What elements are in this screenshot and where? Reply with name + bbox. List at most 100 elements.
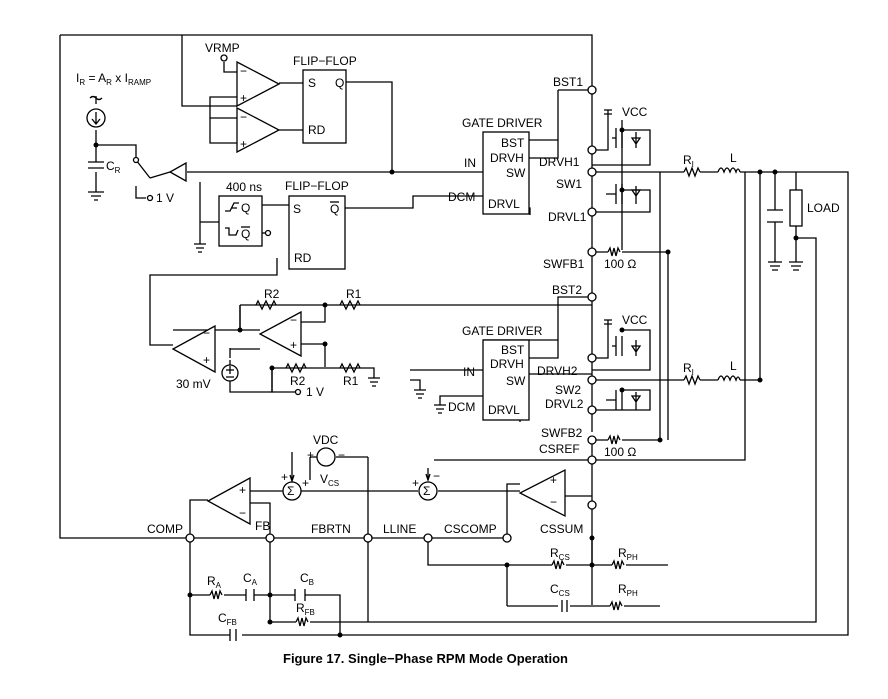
cr-sub: R [115,166,121,175]
fb-label: FB [255,519,270,533]
summer-1-plus: + [281,470,288,484]
ri-sub: I [692,160,694,169]
ground-symbols [88,191,803,414]
pin-in-1: IN [464,156,476,170]
pin-bst-2: BST [501,343,525,357]
resistor-ri-2 [683,374,701,386]
cfb-label: CFB [218,611,237,627]
vrmp-terminal [220,54,228,62]
rph1-text: R [618,546,627,560]
gate-driver-2-box [482,339,530,421]
net-sw1: SW1 [556,177,582,191]
lline-label: LLINE [383,522,416,536]
ir-eq-sub: RAMP [128,78,151,87]
capacitor-ccs [561,600,568,612]
vcs-sub: CS [328,479,339,488]
resistor-rfb [295,616,309,627]
flipflop-mid-box [288,195,346,270]
net-swfb2: SWFB2 [541,426,583,440]
erramp-minus: − [239,506,246,520]
ri-sub: I [692,368,694,377]
ir-eq-part: x I [112,71,128,85]
resistor-ri-1 [683,166,701,178]
pin-qbar-one-shot: Q [241,227,250,241]
r100-label-2: 100 Ω [604,445,636,459]
resistor-rcs [551,559,565,570]
gate-driver-2-label: GATE DRIVER [462,324,543,338]
opamp1-minus: − [203,326,210,340]
one-shot-box [218,195,263,247]
flipflop-top-label: FLIP−FLOP [293,54,357,68]
thirty-mv-source [221,364,239,382]
output-capacitor [767,209,783,223]
high-side-mosfet-2 [612,336,642,356]
cscomp-label: CSCOMP [444,522,497,536]
ir-equation: IR = AR x IRAMP [76,71,151,87]
l-label-2: L [730,359,737,373]
ri-text: R [683,361,692,375]
cb-sub: B [309,578,314,587]
net-drvh1: DRVH1 [539,155,580,169]
inductor-l-2 [717,375,741,382]
vcc-label-2: VCC [622,313,648,327]
resistor-r1-bottom [339,362,361,374]
rcs-text: R [550,546,559,560]
cr-capacitor [88,161,104,169]
rph1-label: RPH [618,546,638,562]
opamp1-plus: + [203,353,210,367]
rph2-label: RPH [618,582,638,598]
pin-sw-1: SW [506,166,526,180]
arrow-icon [425,473,431,483]
ramp-comparator-1 [236,60,281,108]
pin-rd: RD [308,123,326,137]
resistor-100-ohm-2 [607,434,621,445]
pin-s-mid: S [293,202,301,216]
ra-label: RA [207,574,222,590]
bootstrap-cap-1 [604,109,612,115]
resistor-rph-1 [611,559,625,570]
vcs-text: V [320,472,328,486]
switch-contact [132,156,140,164]
rcs-label: RCS [550,546,570,562]
vdc-wire [309,456,317,470]
net-csref: CSREF [539,442,580,456]
ccs-sub: CS [559,589,570,598]
rph2-sub: PH [627,589,638,598]
rfb-text: R [296,601,305,615]
capacitor-ca [245,589,255,601]
capacitor-cfb [229,629,237,641]
one-volt-label-2: 1 V [306,385,324,399]
error-opamp-1 [171,324,216,374]
ra-text: R [207,574,216,588]
ir-eq-part: = A [85,71,106,85]
one-volt-label-1: 1 V [156,191,174,205]
summer-1-plus-2: + [302,476,309,490]
pin-dcm-2: DCM [448,400,475,414]
pulse-icon [225,227,239,236]
gate-driver-1-box [482,131,530,215]
qbar-terminal [264,229,272,237]
pin-qbar-mid: Q [330,202,339,216]
rph1-sub: PH [627,553,638,562]
ccs-label: CCS [550,582,570,598]
net-sw2: SW2 [555,383,581,397]
r100-label-1: 100 Ω [604,257,636,271]
vdc-plus: + [307,448,314,462]
opamp2-plus: + [290,338,297,352]
fbrtn-label: FBRTN [311,522,351,536]
error-opamp-2 [258,310,302,358]
thirty-mv-label: 30 mV [176,377,211,391]
summer-1-sigma: Σ [287,484,294,498]
opamp2-minus: − [290,313,297,327]
load-label: LOAD [807,201,840,215]
vdc-minus: − [338,448,345,462]
current-sense-amp [518,468,566,518]
ir-eq-part: I [76,71,79,85]
pin-drvh-1: DRVH [490,151,524,165]
summer-2-plus: + [412,476,419,490]
cb-text: C [300,571,309,585]
low-side-mosfet-1 [606,184,642,204]
cr-label: CR [106,159,121,175]
pin-sw-2: SW [506,374,526,388]
